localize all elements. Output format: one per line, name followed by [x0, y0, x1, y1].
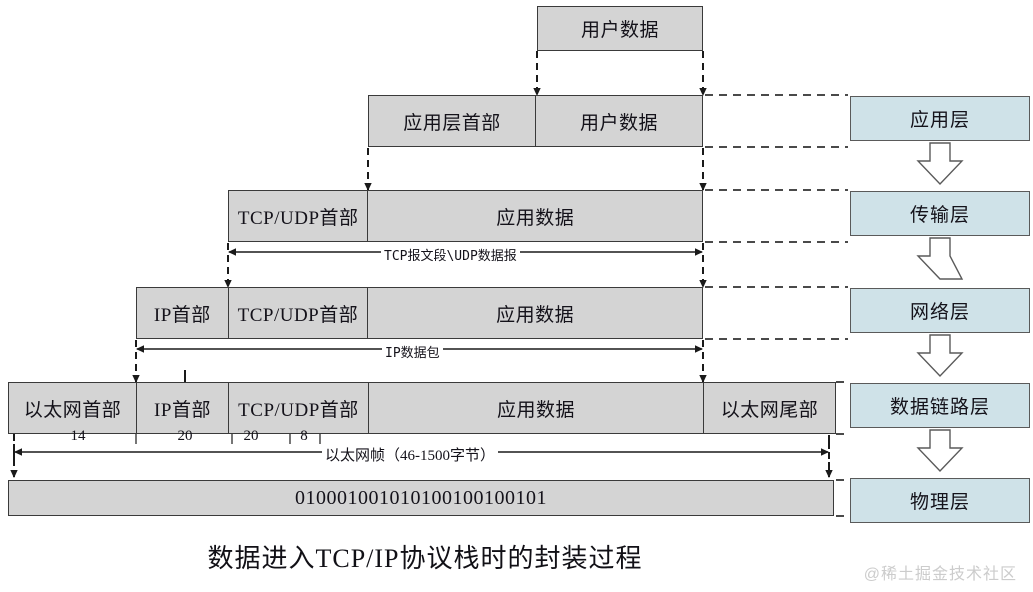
pdu-cell: 应用数据	[496, 207, 575, 229]
pdu-cell: 以太网尾部	[720, 399, 819, 421]
pdu-cell: 用户数据	[579, 112, 658, 134]
span-label-transport: TCP报文段\UDP数据报	[381, 245, 520, 264]
layer-box-datalink: 数据链路层	[850, 383, 1030, 428]
pdu-row-physical-bitstream: 010001001010100100100101	[8, 480, 834, 516]
layer-box-network: 网络层	[850, 288, 1030, 333]
pdu-row-network: IP首部 TCP/UDP首部 应用数据	[136, 287, 703, 339]
byte-size-label: 14	[70, 428, 86, 444]
byte-size-label: 20	[177, 428, 193, 444]
pdu-cell: TCP/UDP首部	[229, 383, 369, 433]
watermark: @稀土掘金技术社区	[863, 566, 1017, 583]
byte-size-label: 20	[243, 428, 259, 444]
pdu-row-user-data: 用户数据	[537, 6, 703, 51]
byte-size-label: 8	[300, 428, 308, 444]
diagram-caption: 数据进入TCP/IP协议栈时的封装过程	[207, 544, 643, 573]
pdu-row-transport: TCP/UDP首部 应用数据	[228, 190, 703, 242]
pdu-cell: 以太网首部	[9, 383, 137, 433]
span-label-datalink: 以太网帧（46-1500字节）	[322, 444, 498, 465]
pdu-cell: IP首部	[137, 383, 229, 433]
layer-box-transport: 传输层	[850, 191, 1030, 236]
span-label-network: IP数据包	[382, 342, 443, 361]
pdu-cell: TCP/UDP首部	[229, 288, 369, 338]
layer-box-physical: 物理层	[850, 478, 1030, 523]
pdu-cell: 应用数据	[369, 383, 704, 433]
pdu-cell: 应用层首部	[369, 96, 536, 146]
pdu-row-datalink: 以太网首部 IP首部 TCP/UDP首部 应用数据 以太网尾部	[8, 382, 836, 434]
pdu-row-application: 应用层首部 用户数据	[368, 95, 703, 147]
pdu-cell: 用户数据	[580, 20, 659, 41]
layer-box-application: 应用层	[850, 96, 1030, 141]
pdu-cell: IP首部	[137, 288, 229, 338]
pdu-cell: TCP/UDP首部	[229, 191, 369, 241]
pdu-cell: 应用数据	[496, 304, 575, 326]
